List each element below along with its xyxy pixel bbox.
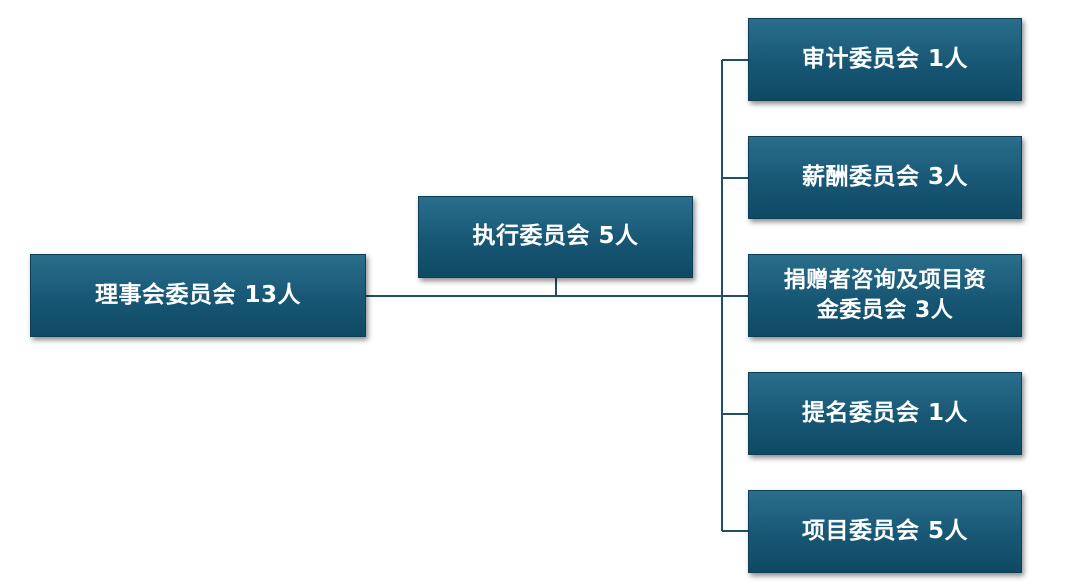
donor-advisory-committee-label-line2: 金委员会 3人 (816, 297, 954, 323)
compensation-committee-label: 薪酬委员会 3人 (801, 163, 968, 190)
project-committee-label: 项目委员会 5人 (801, 517, 968, 544)
board-committee-label: 理事会委员会 13人 (94, 281, 301, 308)
executive-committee-label: 执行委员会 5人 (472, 223, 639, 250)
compensation-committee-box: 薪酬委员会 3人 (748, 136, 1022, 219)
nomination-committee-box: 提名委员会 1人 (748, 372, 1022, 455)
audit-committee-box: 审计委员会 1人 (748, 18, 1022, 101)
donor-advisory-committee-box: 捐赠者咨询及项目资 金委员会 3人 (748, 254, 1022, 337)
project-committee-box: 项目委员会 5人 (748, 490, 1022, 573)
audit-committee-label: 审计委员会 1人 (801, 45, 968, 72)
donor-advisory-committee-label-line1: 捐赠者咨询及项目资 (783, 267, 987, 293)
executive-committee-box: 执行委员会 5人 (418, 196, 693, 278)
board-committee-box: 理事会委员会 13人 (30, 254, 366, 337)
nomination-committee-label: 提名委员会 1人 (801, 399, 968, 426)
